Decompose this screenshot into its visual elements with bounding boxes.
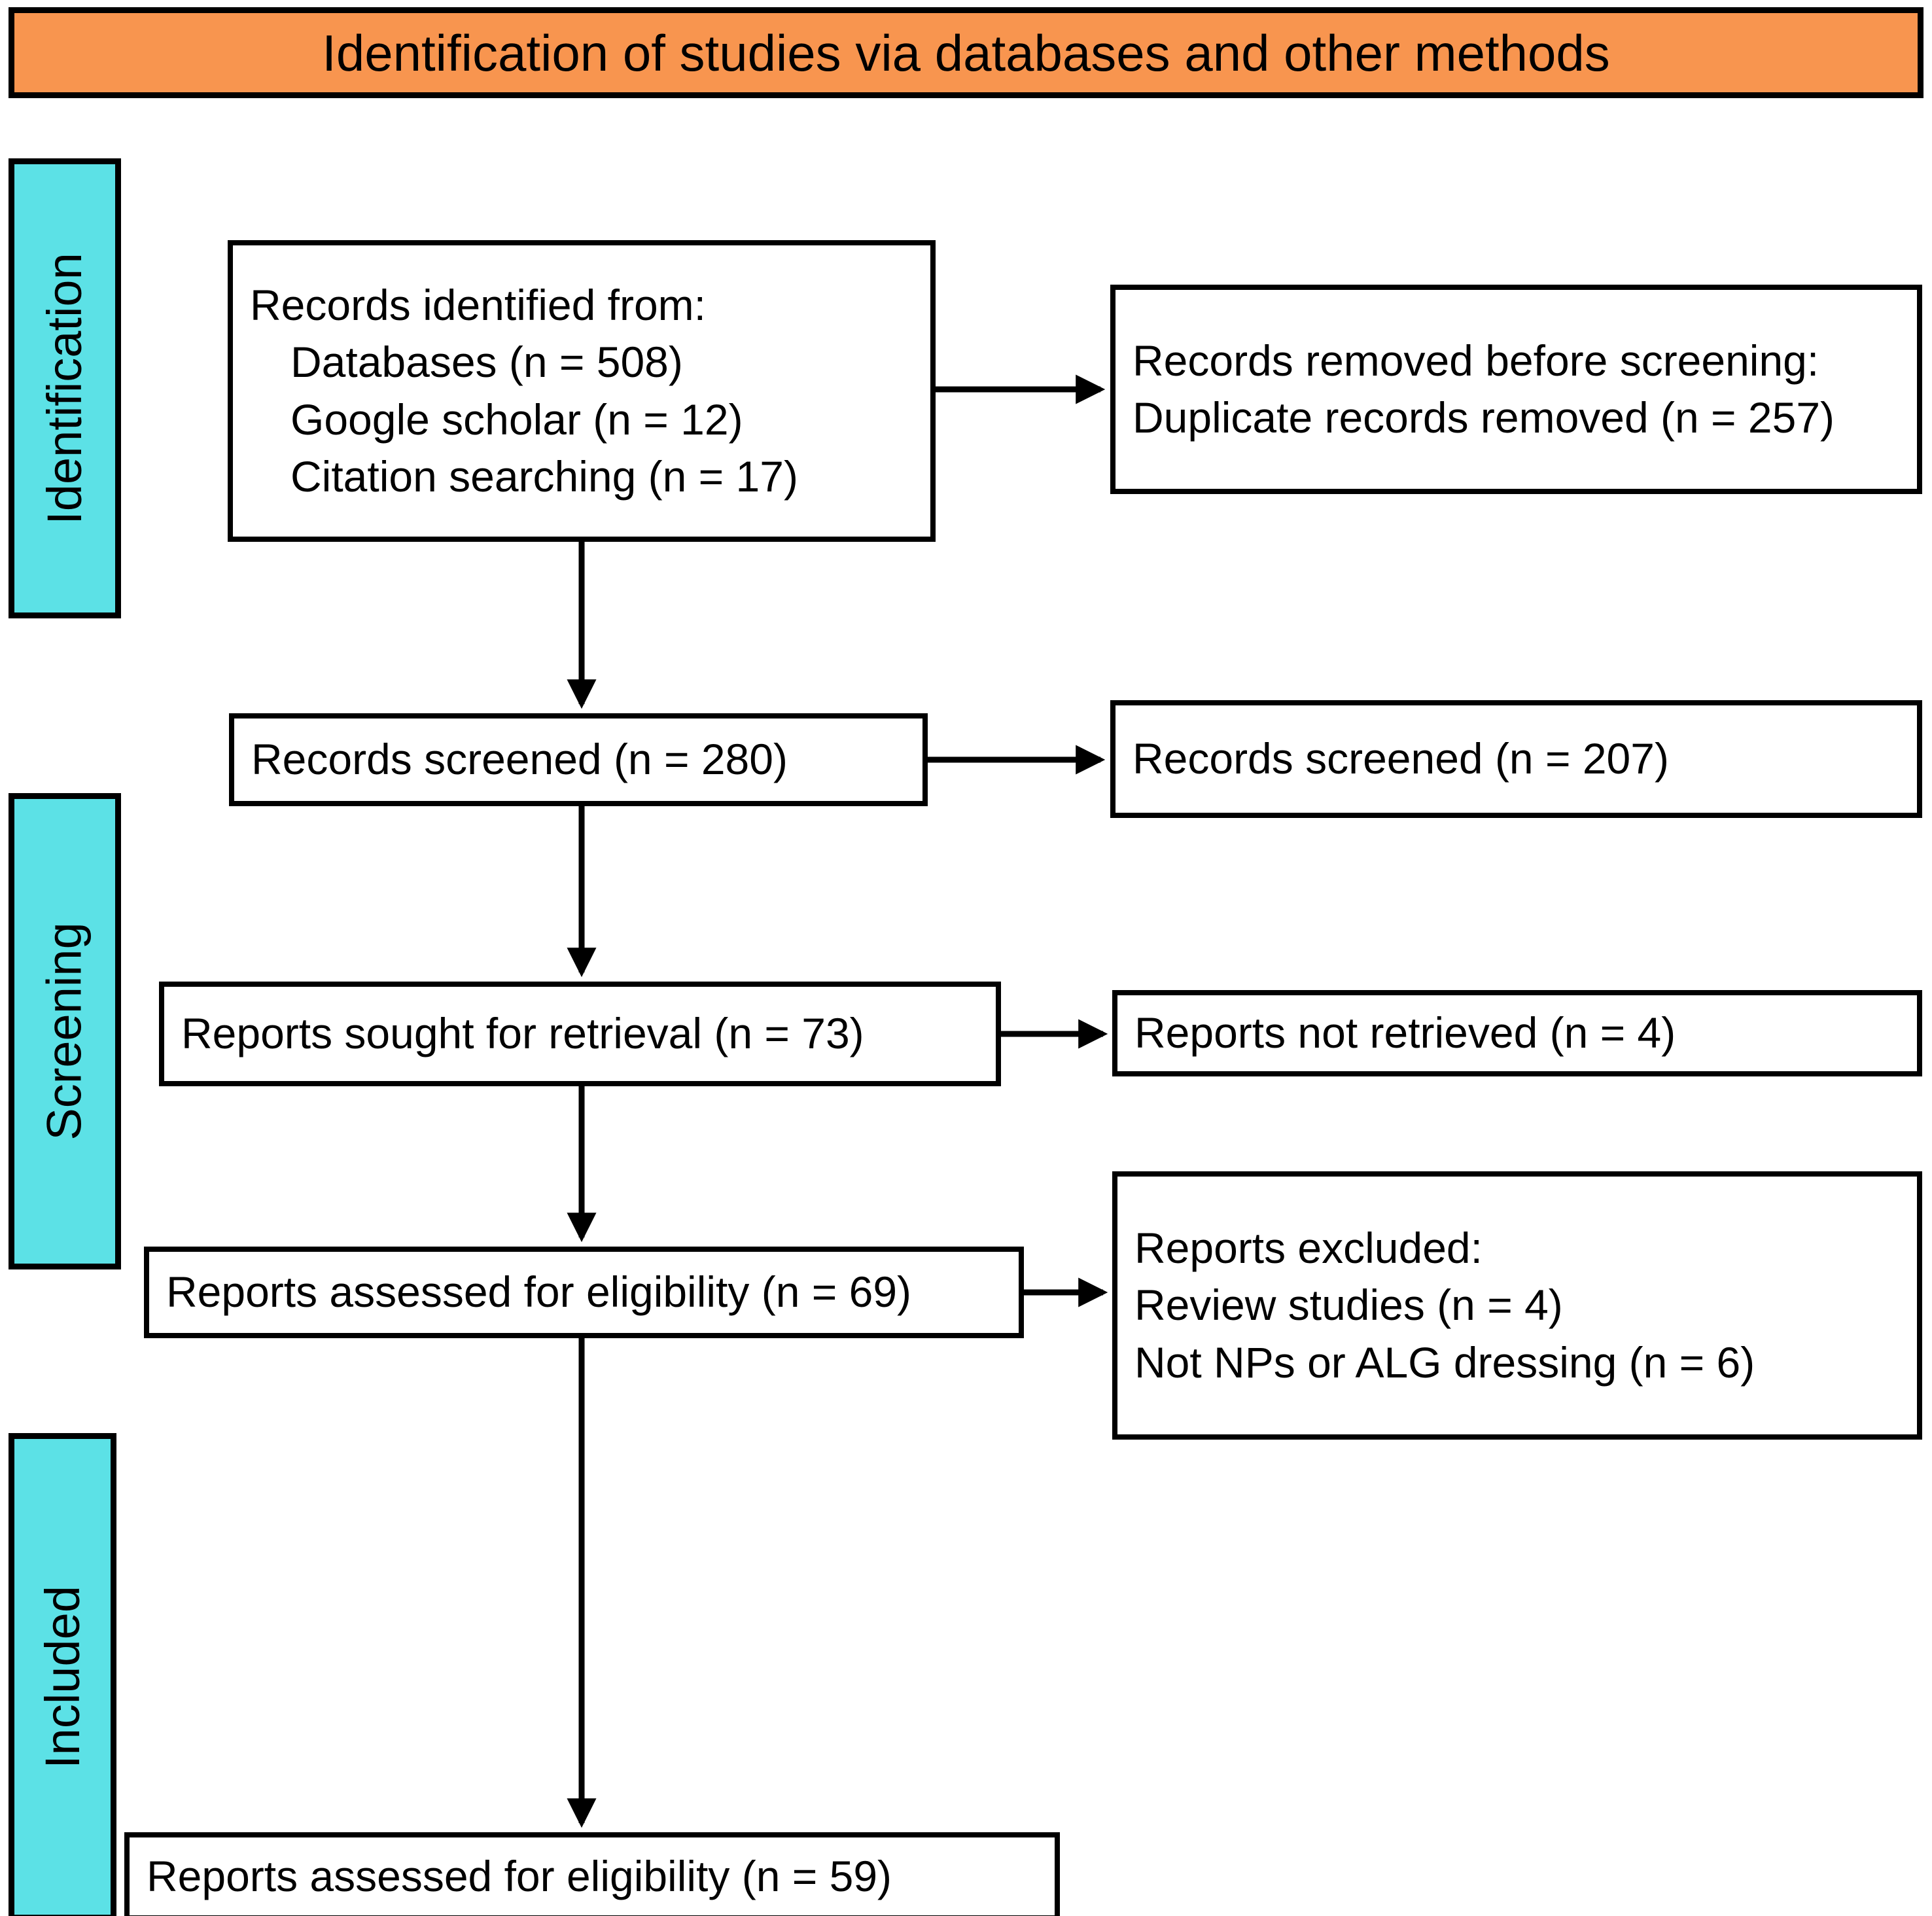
box-line: Reports assessed for eligibility (n = 69… (166, 1268, 912, 1317)
box-line: Reports not retrieved (n = 4) (1134, 1008, 1676, 1057)
stage-label-screening-text: Screening (37, 922, 92, 1141)
page-title: Identification of studies via databases … (322, 24, 1610, 82)
box-line: Records screened (n = 207) (1133, 734, 1669, 783)
box-line: Review studies (n = 4) (1134, 1281, 1563, 1330)
stage-label-identification-text: Identification (37, 252, 92, 525)
stage-label-included-text: Included (35, 1585, 90, 1769)
box-records-screened-other: Records screened (n = 207) (1110, 700, 1922, 818)
box-line: Databases (n = 508) (290, 338, 683, 387)
box-records-removed: Records removed before screening: Duplic… (1110, 285, 1922, 494)
box-line: Reports sought for retrieval (n = 73) (181, 1009, 864, 1058)
box-reports-assessed-eligibility: Reports assessed for eligibility (n = 69… (144, 1247, 1024, 1338)
box-records-screened: Records screened (n = 280) (229, 713, 928, 806)
box-records-identified: Records identified from: Databases (n = … (228, 240, 936, 542)
box-line: Reports excluded: (1134, 1224, 1483, 1273)
box-line: Duplicate records removed (n = 257) (1133, 393, 1835, 442)
box-line: Records identified from: (250, 281, 706, 330)
box-line: Google scholar (n = 12) (290, 395, 743, 444)
stage-label-identification: Identification (9, 158, 121, 618)
box-line: Reports assessed for eligibility (n = 59… (147, 1851, 892, 1900)
stage-label-included: Included (9, 1433, 116, 1916)
box-reports-excluded: Reports excluded: Review studies (n = 4)… (1112, 1171, 1922, 1440)
box-line: Records screened (n = 280) (251, 735, 788, 784)
stage-label-screening: Screening (9, 793, 121, 1269)
box-line: Not NPs or ALG dressing (n = 6) (1134, 1338, 1755, 1387)
box-reports-not-retrieved: Reports not retrieved (n = 4) (1112, 990, 1922, 1076)
box-line: Records removed before screening: (1133, 336, 1819, 385)
box-line: Citation searching (n = 17) (290, 452, 798, 501)
diagram-header-banner: Identification of studies via databases … (9, 7, 1923, 98)
box-reports-included-final: Reports assessed for eligibility (n = 59… (124, 1832, 1060, 1916)
box-reports-sought: Reports sought for retrieval (n = 73) (159, 982, 1001, 1086)
